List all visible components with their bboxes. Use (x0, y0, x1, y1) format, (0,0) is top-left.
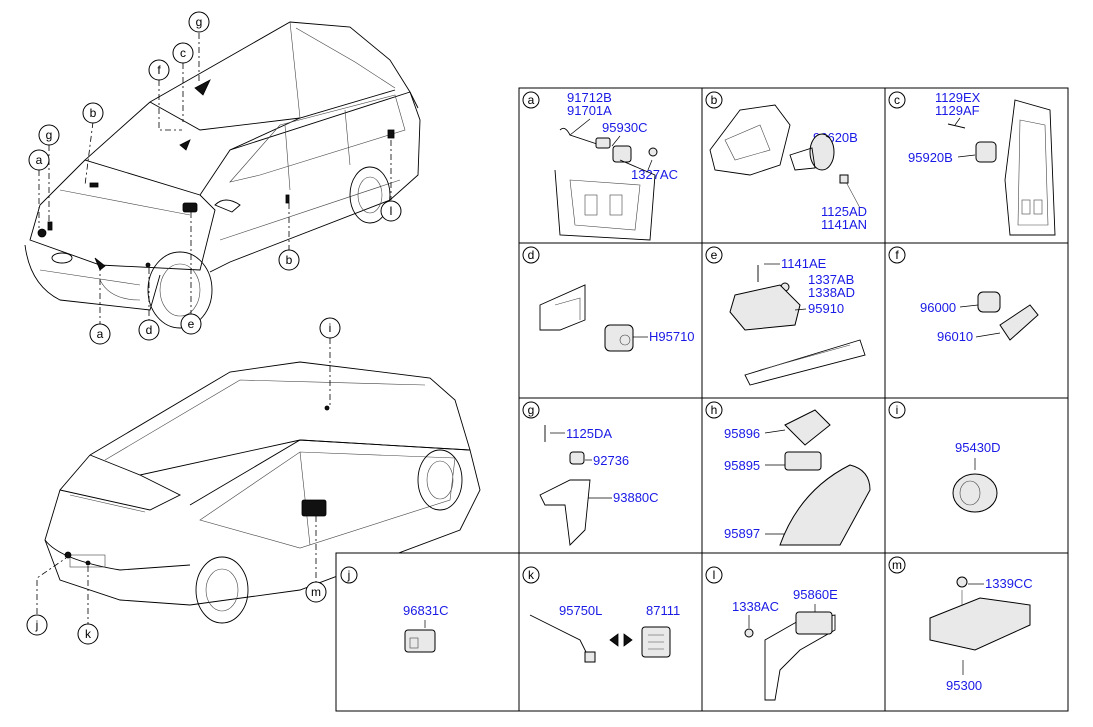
svg-text:f: f (895, 248, 899, 262)
cell-j: j 96831C (340, 566, 449, 653)
callout-l: l (380, 200, 402, 222)
part-96000: 96000 (920, 300, 956, 315)
part-91712B: 91712B (567, 90, 612, 105)
cell-l: l 1338AC 95860E (705, 566, 838, 701)
callout-d: d (138, 319, 160, 341)
svg-text:f: f (157, 63, 161, 77)
cell-a: a 91712B 91701A 95930C 1327AC (522, 90, 678, 241)
part-95750L: 95750L (559, 603, 602, 618)
part-95930C: 95930C (602, 120, 648, 135)
svg-text:e: e (711, 248, 718, 262)
callout-c: c (172, 42, 194, 64)
svg-text:d: d (528, 248, 535, 262)
cell-c: c 1129EX 1129AF 95920B (888, 90, 1056, 236)
callout-j: j (26, 614, 48, 636)
svg-text:c: c (894, 93, 900, 107)
part-1129AF: 1129AF (935, 103, 980, 118)
part-95920B: 95920B (908, 150, 953, 165)
svg-text:i: i (329, 321, 332, 335)
part-1129EX: 1129EX (935, 90, 981, 105)
part-H95710: H95710 (649, 329, 695, 344)
svg-text:g: g (528, 403, 535, 417)
svg-text:k: k (85, 627, 92, 641)
part-93880C: 93880C (613, 490, 659, 505)
cell-k: k 95750L 87111 (522, 566, 680, 663)
part-96831C: 96831C (403, 603, 449, 618)
svg-text:b: b (286, 253, 293, 267)
svg-text:l: l (390, 204, 393, 218)
svg-text:g: g (196, 15, 203, 29)
cell-m: m 1339CC 95300 (888, 556, 1033, 693)
svg-text:c: c (180, 46, 186, 60)
svg-text:m: m (892, 558, 902, 572)
part-95300: 95300 (946, 678, 982, 693)
rear-callout-leaders (36, 338, 331, 624)
callout-m: m (305, 581, 327, 603)
front-callout-leaders (38, 33, 392, 324)
part-91701A: 91701A (567, 103, 612, 118)
front-callouts: g c f b g a a d e b l (28, 11, 402, 345)
part-95430D: 95430D (955, 440, 1001, 455)
cell-e: e 1141AE 1337AB 1338AD 95910 (705, 246, 866, 386)
cell-d: d H95710 (522, 246, 695, 352)
callout-h: g (188, 11, 210, 33)
part-1141AN: 1141AN (821, 217, 867, 232)
callout-a: a (89, 323, 111, 345)
cell-i: i 95430D (888, 401, 1001, 513)
part-1338AD: 1338AD (808, 285, 855, 300)
callout-e: e (180, 313, 202, 335)
part-1338AC: 1338AC (732, 599, 779, 614)
svg-text:b: b (711, 93, 718, 107)
svg-text:a: a (97, 327, 104, 341)
part-1125DA: 1125DA (566, 426, 612, 441)
callout-i: i (319, 317, 341, 339)
svg-text:d: d (146, 323, 153, 337)
rear-car-illustration (44, 361, 481, 624)
svg-text:i: i (896, 403, 899, 417)
part-1141AE: 1141AE (781, 256, 827, 271)
callout-b-top: b (82, 102, 104, 124)
part-92736: 92736 (593, 453, 629, 468)
callout-g: g (38, 124, 60, 146)
rear-callouts: i j k m (26, 317, 341, 645)
svg-text:j: j (35, 618, 39, 632)
part-95910: 95910 (808, 301, 844, 316)
svg-text:k: k (528, 568, 535, 582)
svg-text:b: b (90, 106, 97, 120)
cell-g: g 1125DA 92736 93880C (522, 401, 659, 546)
front-car-illustration (24, 21, 421, 329)
callout-k: k (77, 623, 99, 645)
callout-a-top: a (28, 149, 50, 171)
part-95860E: 95860E (793, 587, 838, 602)
svg-text:m: m (311, 585, 321, 599)
part-95897: 95897 (724, 526, 760, 541)
svg-text:e: e (188, 317, 195, 331)
part-1337AB: 1337AB (808, 272, 854, 287)
cell-f: f 96000 96010 (888, 246, 1039, 344)
part-95896: 95896 (724, 426, 760, 441)
part-95895: 95895 (724, 458, 760, 473)
cell-b: b 96620B 1125AD 1141AN (705, 91, 867, 232)
svg-text:a: a (528, 93, 535, 107)
svg-text:l: l (713, 568, 716, 582)
part-96010: 96010 (937, 329, 973, 344)
svg-text:j: j (347, 568, 351, 582)
svg-text:a: a (36, 153, 43, 167)
callout-b: b (278, 249, 300, 271)
part-1125AD: 1125AD (821, 204, 867, 219)
callout-f: f (148, 59, 170, 81)
part-1339CC: 1339CC (985, 576, 1033, 591)
svg-text:g: g (46, 128, 53, 142)
svg-text:h: h (711, 403, 718, 417)
part-87111: 87111 (646, 603, 680, 618)
cell-h: h 95896 95895 95897 (705, 401, 871, 546)
